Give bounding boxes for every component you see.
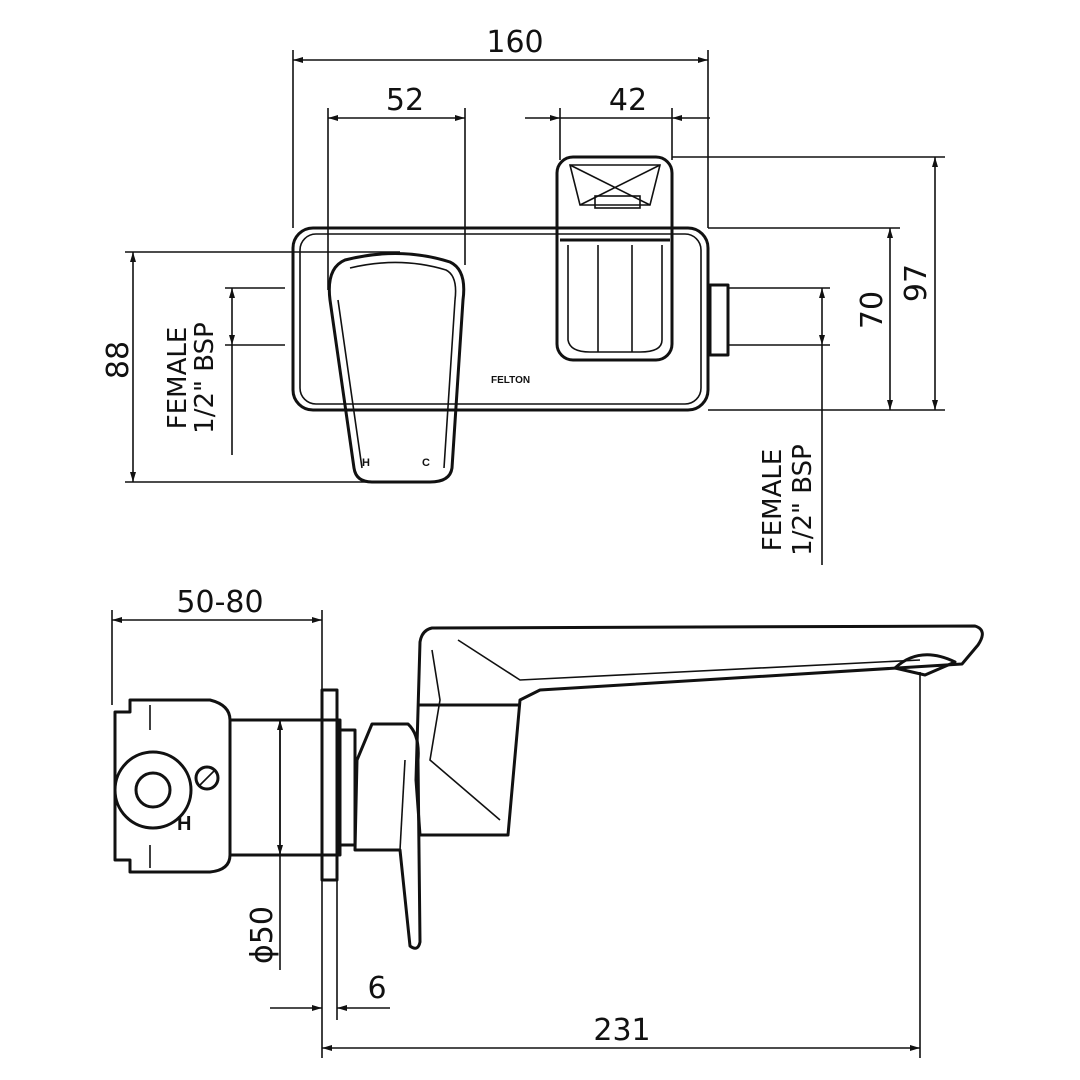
backplate: [291, 226, 710, 412]
dim-diameter: ϕ50: [245, 906, 280, 964]
mixer-handle: H C: [327, 251, 466, 484]
valve-hot-label: H: [177, 813, 191, 835]
dimension-88: 88: [101, 251, 400, 483]
dimension-42: 42: [525, 83, 710, 160]
dim-handle-width: 52: [386, 83, 424, 118]
valve-body: H: [113, 698, 357, 874]
connection-left-callout: FEMALE 1/2" BSP: [163, 287, 285, 455]
connection-right-callout: FEMALE 1/2" BSP: [728, 287, 830, 565]
dim-spout-reach: 231: [593, 1013, 650, 1048]
front-view: H C FELTON 160 52: [101, 25, 945, 565]
connection-left-line2: 1/2" BSP: [190, 322, 220, 434]
connection-left-line1: FEMALE: [163, 327, 193, 430]
side-outlet-stub: [708, 283, 730, 357]
dimension-52: 52: [327, 83, 466, 290]
connection-right-line2: 1/2" BSP: [788, 444, 818, 556]
wall-plate: [320, 688, 339, 882]
dim-overall-height: 97: [899, 264, 934, 302]
side-view: H 50-80 ϕ50: [111, 585, 984, 1058]
brand-logo: FELTON: [491, 375, 530, 386]
dimension-231: 231: [321, 672, 921, 1058]
dimension-diameter: ϕ50: [245, 720, 283, 970]
dimension-160: 160: [292, 25, 709, 228]
lever-side: [353, 722, 422, 950]
dimension-97: 97: [672, 156, 945, 411]
hot-label: H: [362, 457, 370, 469]
dim-spout-width: 42: [609, 83, 647, 118]
dim-wall-depth: 50-80: [176, 585, 263, 620]
connection-right-line1: FEMALE: [758, 449, 788, 552]
dim-plate-thickness: 6: [367, 971, 386, 1006]
dim-plate-height: 70: [855, 291, 890, 329]
dim-overall-width: 160: [486, 25, 543, 60]
dim-handle-height: 88: [101, 341, 136, 379]
cold-label: C: [422, 457, 430, 469]
dimension-50-80: 50-80: [111, 585, 323, 705]
backplate-inner-edge: [299, 233, 702, 405]
dimension-6: 6: [270, 880, 390, 1020]
spout-side: [414, 624, 984, 837]
spout-front: [555, 155, 674, 362]
dimension-70: 70: [708, 227, 900, 410]
